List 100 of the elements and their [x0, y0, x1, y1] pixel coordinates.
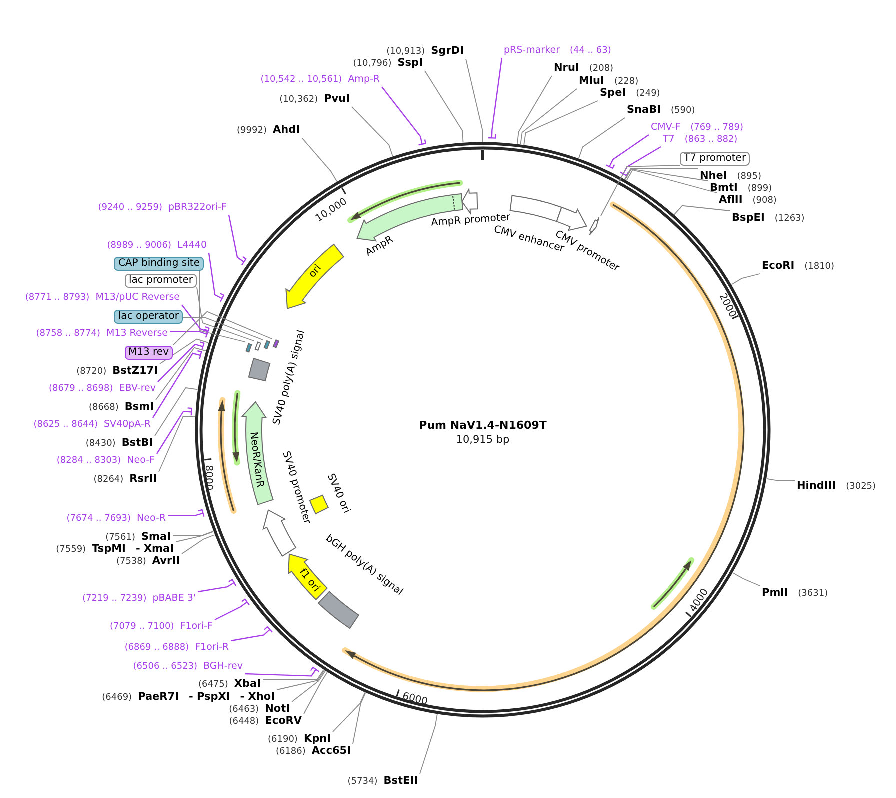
primer-range: (7219 .. 7239) [82, 593, 147, 606]
leader-line [381, 86, 426, 146]
leader-line [578, 118, 626, 159]
cut-position: (249) [636, 88, 660, 101]
cut-position: (3631) [798, 588, 828, 601]
leader-line [516, 76, 552, 145]
primer-name: F1ori-F [180, 620, 213, 634]
leader-line [172, 530, 214, 536]
leader-line [420, 714, 438, 774]
enzyme-name: - PspXI [188, 690, 230, 704]
cut-position: (8430) [86, 438, 116, 451]
leader-line [172, 311, 272, 346]
feature-tag: CAP binding site [114, 257, 204, 271]
leader-line [620, 146, 662, 177]
primer-name: CMV-F [651, 121, 681, 135]
directional-feature [461, 188, 479, 215]
enzyme-name: MluI [579, 74, 604, 88]
cut-position: (1263) [774, 213, 805, 226]
leader-line [304, 672, 328, 714]
enzyme-name: AflII [719, 193, 743, 207]
primer-name: T7 [663, 133, 675, 147]
primer-name: M13 Reverse [106, 327, 168, 341]
primer-range: (6506 .. 6523) [133, 661, 198, 674]
enzyme-name: - XhoI [240, 690, 275, 704]
primer-name: BGH-rev [204, 660, 243, 674]
leader-line [244, 666, 320, 677]
primer-range: (7674 .. 7693) [66, 513, 132, 526]
leader-line [197, 578, 237, 593]
leader-line [276, 670, 326, 690]
leader-line [732, 572, 760, 586]
cut-position: (8264) [94, 474, 124, 487]
leader-line [214, 598, 250, 621]
plasmid-name: Pum NaV1.4-N1609T [419, 419, 547, 432]
feature-mark [254, 341, 262, 352]
feature-block [509, 194, 563, 223]
enzyme-name: TspMI [92, 542, 126, 556]
enzyme-name: XbaI [234, 677, 261, 691]
enzyme-name: EcoRI [762, 259, 795, 273]
cut-position: (6186) [276, 746, 306, 759]
cut-position: (1810) [804, 261, 835, 274]
feature-label: SV40 poly(A) signal [272, 329, 308, 427]
directional-feature [555, 206, 588, 232]
enzyme-name: SgrDI [431, 44, 464, 58]
cut-position: (10,796) [353, 58, 392, 71]
primer-name: L4440 [178, 239, 207, 253]
primer-range: (8989 .. 9006) [107, 240, 172, 253]
leader-line [196, 287, 254, 342]
feature-tag: T7 promoter [680, 152, 750, 166]
enzyme-name: PvuI [324, 92, 350, 106]
leader-line [157, 342, 205, 383]
primer-name: EBV-rev [119, 382, 156, 396]
enzyme-name: BspEI [732, 211, 765, 225]
feature-tag: M13 rev [124, 346, 173, 360]
leader-line [176, 531, 214, 542]
cut-position: (6463) [229, 704, 260, 717]
leader-line [158, 416, 196, 472]
enzyme-name: BstZ17I [112, 364, 158, 378]
cut-position: (8668) [88, 402, 119, 415]
feature-label: SV40 ori [324, 472, 352, 516]
feature-tag: lac promoter [125, 274, 197, 288]
leader-line [766, 478, 796, 482]
enzyme-name: BmtI [710, 181, 738, 195]
leader-line [292, 670, 326, 702]
leader-line [352, 692, 366, 744]
cut-position: (228) [614, 76, 639, 88]
cut-position: (3025) [846, 481, 876, 494]
primer-name: pBABE 3' [152, 592, 196, 606]
enzyme-name: BstBI [122, 436, 153, 450]
primer-range: (7079 .. 7100) [110, 621, 174, 634]
leader-line [606, 134, 650, 170]
feature-tag: lac operator [114, 310, 183, 324]
cut-position: (895) [737, 171, 762, 184]
enzyme-name: SnaBI [627, 103, 662, 117]
feature-label: ori [307, 263, 325, 281]
enzyme-name: RsrII [130, 472, 157, 486]
leader-line [169, 329, 210, 338]
primer-range: (8284 .. 8303) [56, 455, 122, 468]
cut-position: (10,913) [386, 46, 426, 58]
cut-position: (590) [671, 105, 696, 118]
primer-range: (10,542 .. 10,561) [260, 74, 342, 87]
primer-range: (6869 .. 6888) [124, 642, 190, 655]
leader-line [262, 670, 324, 680]
leader-line [167, 509, 205, 518]
feature-block [317, 590, 360, 630]
primer-range: (9240 .. 9259) [98, 202, 162, 215]
directional-feature [588, 216, 601, 237]
leader-line [674, 205, 730, 216]
primer-range: (8771 .. 8793) [25, 292, 90, 305]
enzyme-name: HindIII [797, 479, 836, 493]
leader-line [182, 317, 264, 340]
enzyme-name: SpeI [600, 86, 626, 100]
leader-line [152, 350, 202, 419]
cut-position: (899) [748, 183, 772, 196]
primer-range: (8758 .. 8774) [36, 328, 100, 341]
enzyme-name: PmlI [762, 586, 788, 600]
primer-name: Neo-R [137, 512, 166, 526]
primer-range: (863 .. 882) [684, 134, 738, 147]
leader-line [731, 274, 760, 286]
cut-position: (6190) [268, 734, 298, 747]
leader-line [182, 534, 216, 554]
